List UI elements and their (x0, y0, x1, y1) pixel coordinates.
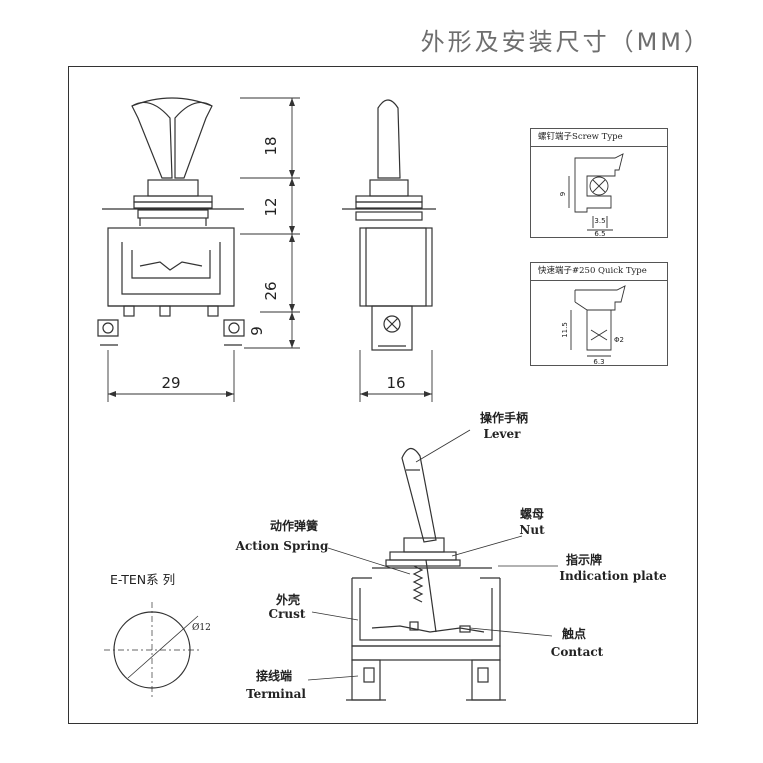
dim-26: 26 (262, 281, 280, 300)
dim-16: 16 (386, 374, 405, 392)
nut-label-en: Nut (519, 523, 545, 537)
mounting-hole (104, 602, 200, 698)
crust-label-en: Crust (269, 607, 306, 621)
quick-type-inset: 快速端子#250 Quick Type 11.5 6.3 Φ2 (530, 262, 668, 366)
quick-type-drawing: 11.5 6.3 Φ2 (561, 285, 626, 366)
lever-label-en: Lever (483, 427, 521, 441)
contact-label-en: Contact (551, 645, 604, 659)
spring-label-cn: 动作弹簧 (270, 518, 318, 533)
quick-type-title: 快速端子#250 Quick Type (531, 263, 667, 281)
contact-label-cn: 触点 (562, 626, 586, 641)
plate-label-en: Indication plate (559, 569, 667, 583)
spring-label-en: Action Spring (235, 539, 329, 553)
screw-type-title: 螺钉端子Screw Type (531, 129, 667, 147)
hole-diameter: Ø12 (192, 622, 211, 633)
part-labels: 操作手柄 Lever 螺母 Nut 动作弹簧 Action Spring 指示牌… (235, 410, 667, 701)
svg-text:3.5: 3.5 (594, 217, 605, 225)
front-view (97, 97, 245, 346)
svg-text:11.5: 11.5 (561, 322, 569, 338)
page-title: 外形及安装尺寸（MM） (420, 28, 711, 56)
svg-text:9: 9 (559, 192, 567, 196)
svg-text:6.5: 6.5 (594, 230, 605, 238)
screw-type-inset: 螺钉端子Screw Type 9 3.5 6.5 (530, 128, 668, 238)
leader-lines (307, 429, 558, 681)
dim-29: 29 (161, 374, 180, 392)
side-view (342, 99, 436, 351)
svg-text:Φ2: Φ2 (614, 336, 624, 344)
series-label: E-TEN系 列 (110, 572, 175, 587)
lever-label-cn: 操作手柄 (480, 410, 528, 425)
dim-12: 12 (262, 197, 280, 216)
svg-text:6.3: 6.3 (593, 358, 604, 366)
dim-9: 9 (248, 326, 266, 336)
crust-label-cn: 外壳 (276, 592, 300, 607)
screw-type-drawing: 9 3.5 6.5 (559, 153, 624, 238)
drawing-frame (68, 66, 698, 724)
nut-label-cn: 螺母 (520, 506, 544, 521)
dim-18: 18 (262, 136, 280, 155)
cutaway-view (346, 447, 506, 701)
terminal-label-en: Terminal (246, 687, 306, 701)
plate-label-cn: 指示牌 (566, 552, 602, 567)
dimension-labels: 18 12 26 9 29 16 (161, 136, 405, 392)
terminal-label-cn: 接线端 (256, 668, 292, 683)
